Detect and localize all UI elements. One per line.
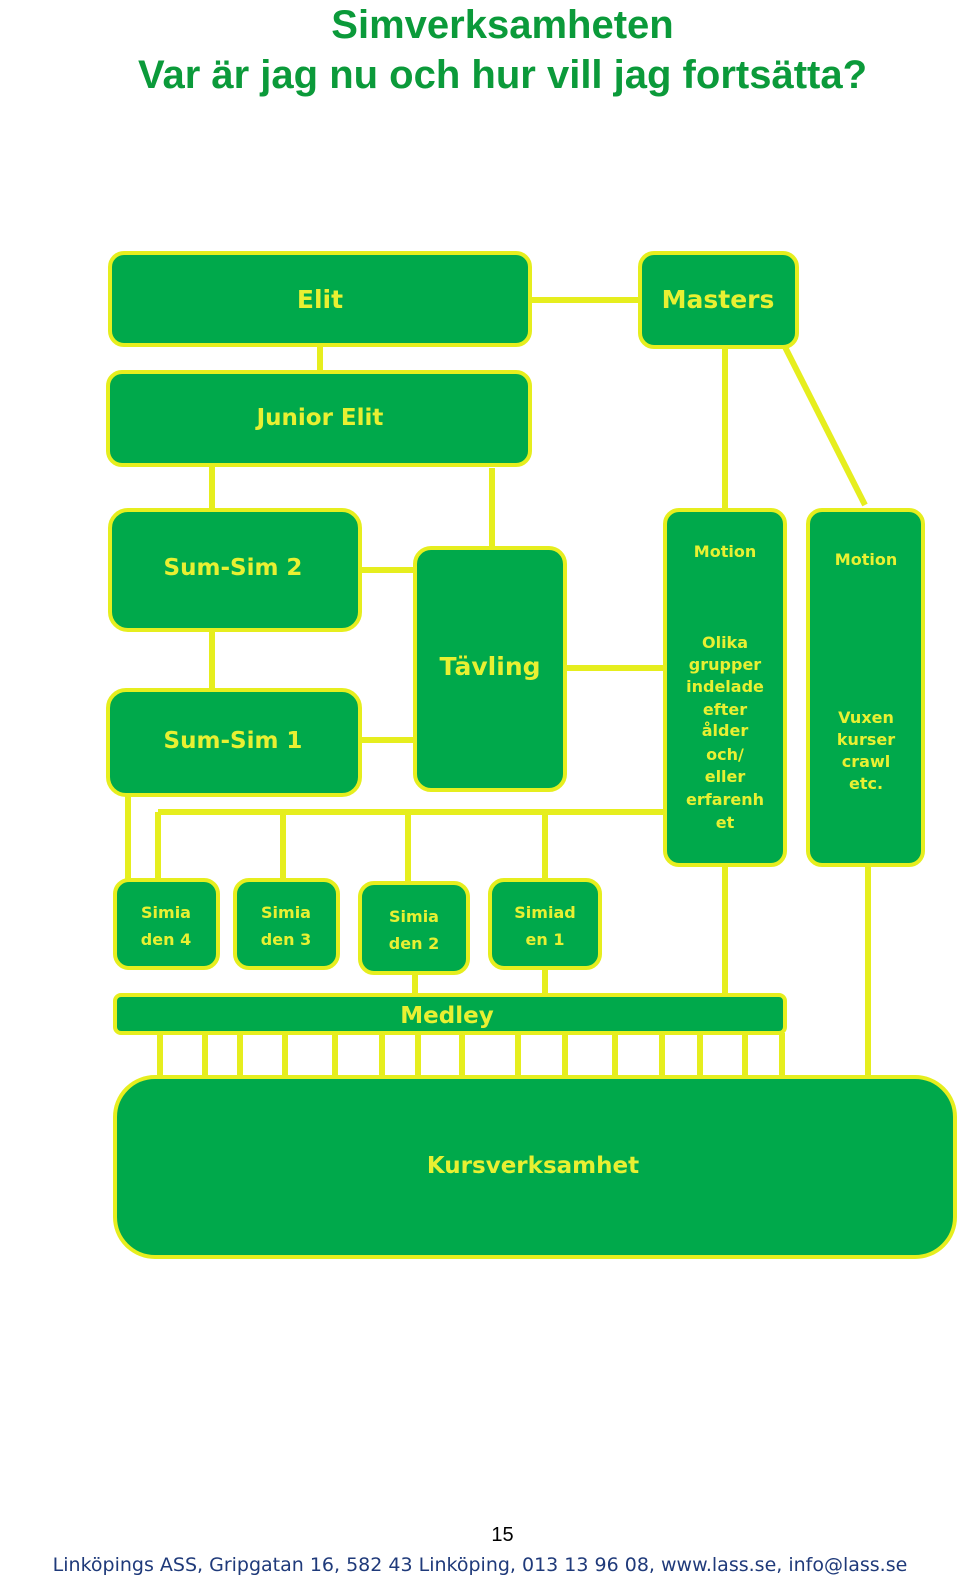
- box-masters: Masters: [638, 251, 799, 349]
- label-simiaden3-line: den 3: [261, 930, 311, 949]
- label-simiaden1-line: en 1: [526, 930, 565, 949]
- box-motion-2: Motion Vuxen kurser crawl etc.: [806, 508, 925, 867]
- label-motion1-line: eller: [705, 767, 746, 786]
- medley-kurs-connectors: [157, 1033, 785, 1077]
- label-motion1-line: Olika: [702, 633, 748, 652]
- box-junior-elit: Junior Elit: [106, 370, 532, 467]
- label-motion2-line: crawl: [842, 752, 890, 771]
- label-motion1-line: och/: [706, 745, 744, 764]
- label-sumsim1: Sum-Sim 1: [164, 728, 303, 754]
- page-number: 15: [491, 1524, 514, 1546]
- line-masters-motion2: [782, 345, 868, 507]
- label-masters: Masters: [662, 285, 775, 314]
- label-simiaden4-line: den 4: [141, 930, 191, 949]
- label-simiaden4-line: Simia: [141, 903, 191, 922]
- label-simiaden2-line: den 2: [389, 934, 439, 953]
- page-title-line2: Var är jag nu och hur vill jag fortsätta…: [137, 53, 868, 97]
- label-simiaden2-line: Simia: [389, 907, 439, 926]
- label-motion1-line: erfarenh: [686, 790, 764, 809]
- box-tavling: Tävling: [413, 546, 567, 792]
- label-motion1-line: grupper: [689, 655, 761, 674]
- label-junior-elit: Junior Elit: [255, 405, 384, 431]
- box-elit: Elit: [108, 251, 532, 347]
- footer-contact: Linköpings ASS, Gripgatan 16, 582 43 Lin…: [52, 1554, 908, 1576]
- label-elit: Elit: [297, 285, 343, 314]
- label-kursverksamhet: Kursverksamhet: [427, 1153, 639, 1179]
- label-motion1-line: indelade: [686, 677, 764, 696]
- label-simiaden3-line: Simia: [261, 903, 311, 922]
- label-motion1-line: efter: [703, 700, 747, 719]
- label-motion2-line: kurser: [837, 730, 895, 749]
- label-motion2-line: etc.: [849, 774, 883, 793]
- label-medley: Medley: [400, 1003, 493, 1029]
- label-motion1-line: ålder: [702, 721, 749, 740]
- box-kursverksamhet: Kursverksamhet: [113, 1075, 957, 1259]
- box-medley: Medley: [113, 993, 787, 1035]
- label-simiaden1-line: Simiad: [514, 903, 575, 922]
- box-sumsim1: Sum-Sim 1: [106, 688, 362, 797]
- connector-lines: [125, 297, 871, 1077]
- page-title-line1: Simverksamheten: [331, 3, 674, 47]
- label-tavling: Tävling: [439, 652, 540, 681]
- label-motion1-heading: Motion: [694, 542, 756, 561]
- label-motion2-heading: Motion: [835, 550, 897, 569]
- label-sumsim2: Sum-Sim 2: [164, 555, 303, 581]
- box-simiaden-4: Simia den 4: [113, 878, 220, 970]
- box-simiaden-1: Simiad en 1: [488, 878, 602, 970]
- box-sumsim2: Sum-Sim 2: [108, 508, 362, 632]
- box-simiaden-2: Simia den 2: [358, 881, 470, 975]
- box-motion-1: Motion Olika grupper indelade efter ålde…: [663, 508, 787, 867]
- label-motion2-line: Vuxen: [838, 708, 894, 727]
- label-motion1-line: et: [716, 813, 735, 832]
- box-simiaden-3: Simia den 3: [233, 878, 340, 970]
